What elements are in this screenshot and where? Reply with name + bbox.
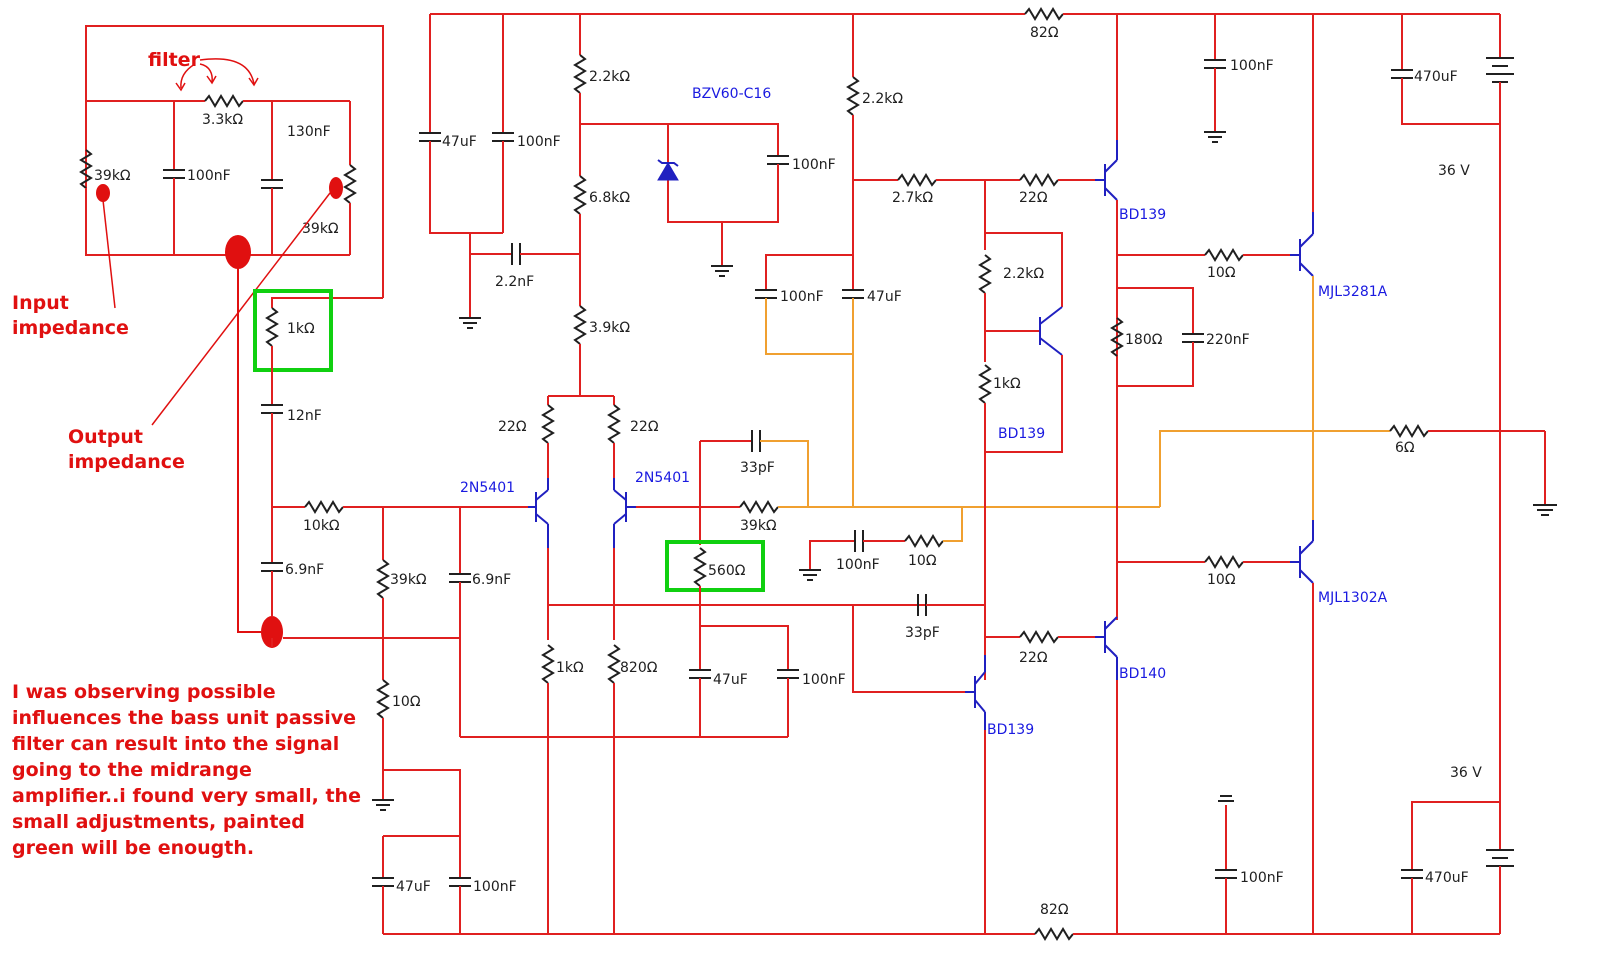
r-3k9-label: 3.9kΩ: [589, 320, 630, 336]
r-10-bot-label: 10Ω: [1207, 572, 1236, 588]
r-filter-label: 3.3kΩ: [202, 112, 243, 128]
r-22-l-label: 22Ω: [498, 419, 527, 435]
v-bot-label: 36 V: [1450, 765, 1482, 781]
r-2k2-a-label: 2.2kΩ: [589, 69, 630, 85]
c-100n-vas-label: 100nF: [780, 289, 824, 305]
r-10-fb-label: 10Ω: [908, 553, 937, 569]
differential-pair: [528, 396, 985, 934]
q-bd140-label: BD140: [1119, 666, 1166, 682]
explanation-note: I was observing possible influences the …: [12, 681, 361, 859]
feedback-network: [665, 430, 1160, 737]
r-39k-a-label: 39kΩ: [94, 168, 131, 184]
c-470u-top-label: 470uF: [1414, 69, 1458, 85]
c-filter-130n-label: 130nF: [287, 124, 331, 140]
c-100n-top-label: 100nF: [517, 134, 561, 150]
c-47u-vas-label: 47uF: [867, 289, 902, 305]
q-2n5401-l-label: 2N5401: [460, 480, 515, 496]
vas-stage: [755, 14, 1095, 693]
c-100n-rail-bot-label: 100nF: [1240, 870, 1284, 886]
input-stage-supply: [419, 14, 789, 397]
r-39k-c-label: 39kΩ: [390, 572, 427, 588]
r-820-label: 820Ω: [620, 660, 658, 676]
q-mjl3281a-label: MJL3281A: [1318, 284, 1388, 300]
v-top-label: 36 V: [1438, 163, 1470, 179]
input-impedance-line2: impedance: [12, 317, 129, 339]
output-impedance-line1: Output: [68, 426, 143, 448]
r-22-r-label: 22Ω: [630, 419, 659, 435]
r-1k-tail-label: 1kΩ: [556, 660, 584, 676]
c-33p-b-label: 33pF: [905, 625, 940, 641]
c-100n-low-label: 100nF: [473, 879, 517, 895]
c-6n9-b-label: 6.9nF: [472, 572, 511, 588]
c-100n-zener-label: 100nF: [792, 157, 836, 173]
c-100n-fb-label: 100nF: [836, 557, 880, 573]
r-39k-fb-label: 39kΩ: [740, 518, 777, 534]
r-39k-b-label: 39kΩ: [302, 221, 339, 237]
r-6-label: 6Ω: [1395, 440, 1415, 456]
c-470u-bot-label: 470uF: [1425, 870, 1469, 886]
q-mjl1302a-label: MJL1302A: [1318, 590, 1388, 606]
annotation-marks: [96, 58, 343, 648]
c-6n9-a-label: 6.9nF: [285, 562, 324, 578]
supply-decoupling: [1204, 14, 1514, 934]
r-82-bot-label: 82Ω: [1040, 902, 1069, 918]
output-stage: [1159, 14, 1557, 934]
c-100n-mid-label: 100nF: [802, 672, 846, 688]
r-180-label: 180Ω: [1125, 332, 1163, 348]
c-100n-rail-top-label: 100nF: [1230, 58, 1274, 74]
input-network: [253, 289, 788, 934]
c-12n-label: 12nF: [287, 408, 322, 424]
r-1k-green-label: 1kΩ: [287, 321, 315, 337]
passive-filter: [79, 25, 384, 305]
q-2n5401-r-label: 2N5401: [635, 470, 690, 486]
q-bd139-bot-label: BD139: [987, 722, 1034, 738]
q-bd139-vbe-label: BD139: [998, 426, 1045, 442]
c-filter-100n-label: 100nF: [187, 168, 231, 184]
vas-transistor: [965, 630, 1095, 934]
c-220n-label: 220nF: [1206, 332, 1250, 348]
c-33p-a-label: 33pF: [740, 460, 775, 476]
positive-rail: [430, 7, 1500, 21]
c-47u-low-label: 47uF: [396, 879, 431, 895]
r-1k-vbe-label: 1kΩ: [993, 376, 1021, 392]
r-10k-label: 10kΩ: [303, 518, 340, 534]
output-impedance-line2: impedance: [68, 451, 185, 473]
input-impedance-line1: Input: [12, 292, 69, 314]
vbe-multiplier: [978, 180, 1063, 680]
r-2k2-b-label: 2.2kΩ: [862, 91, 903, 107]
c-47u-mid-label: 47uF: [713, 672, 748, 688]
r-560-green-label: 560Ω: [708, 563, 746, 579]
r-22-bot-label: 22Ω: [1019, 650, 1048, 666]
r-22-top-label: 22Ω: [1019, 190, 1048, 206]
r-2k2-vbe-label: 2.2kΩ: [1003, 266, 1044, 282]
r-10-top-label: 10Ω: [1207, 265, 1236, 281]
r-82-top-label: 82Ω: [1030, 25, 1059, 41]
driver-stage: [1095, 14, 1290, 934]
c-2n2-label: 2.2nF: [495, 274, 534, 290]
q-bd139-top-label: BD139: [1119, 207, 1166, 223]
r-6k8-label: 6.8kΩ: [589, 190, 630, 206]
c-47u-top-label: 47uF: [442, 134, 477, 150]
negative-rail: [383, 927, 1500, 941]
r-2k7-label: 2.7kΩ: [892, 190, 933, 206]
zener-label: BZV60-C16: [692, 86, 771, 102]
r-10-low-label: 10Ω: [392, 694, 421, 710]
filter-annotation: filter: [148, 49, 201, 71]
